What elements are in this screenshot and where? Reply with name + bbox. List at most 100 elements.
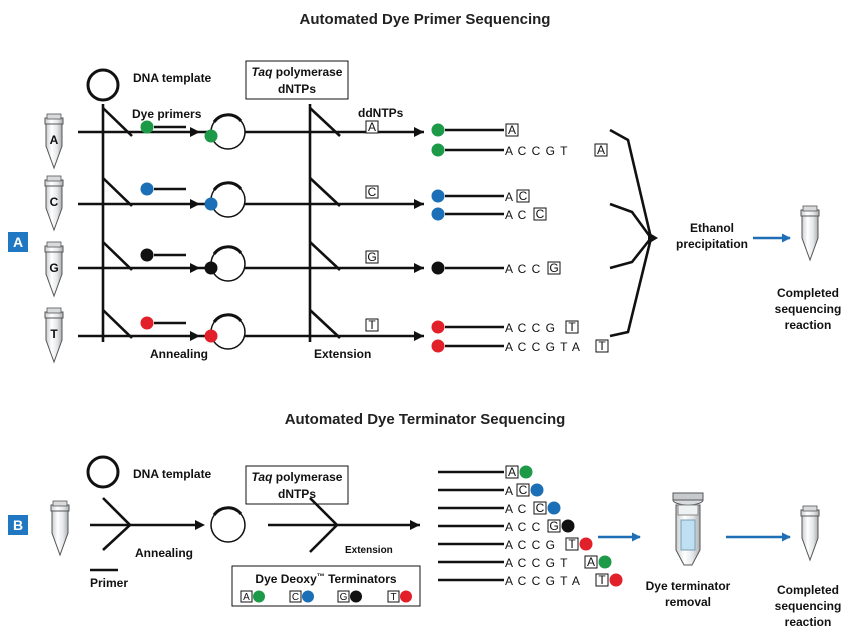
converge-line-3 bbox=[609, 237, 653, 270]
svg-text:A: A bbox=[597, 143, 605, 157]
annealed-template-b bbox=[210, 506, 246, 543]
annealing-arrowheads bbox=[190, 127, 200, 341]
annealing-label: Annealing bbox=[150, 347, 208, 361]
tube-t: T bbox=[44, 307, 64, 363]
dntps-label-b: dNTPs bbox=[278, 487, 316, 501]
svg-text:A C C G: A C C G bbox=[505, 321, 556, 335]
panel-b: Automated Dye Terminator Sequencing B DN… bbox=[8, 411, 841, 629]
converge-line-2 bbox=[609, 202, 653, 239]
product-b-6: A C C G T A bbox=[438, 555, 612, 570]
completed-label-a-2: sequencing bbox=[775, 302, 842, 316]
svg-text:A C C G T A: A C C G T A bbox=[505, 340, 581, 354]
svg-text:T: T bbox=[568, 320, 576, 334]
product-a-1: A bbox=[431, 123, 519, 137]
completed-label-b-2: sequencing bbox=[775, 599, 842, 613]
reaction-lines bbox=[78, 130, 424, 338]
dna-template-b-icon bbox=[86, 455, 120, 489]
tube-t-label: T bbox=[50, 327, 58, 341]
svg-text:A: A bbox=[508, 123, 516, 137]
svg-text:A: A bbox=[505, 484, 514, 498]
svg-text:T: T bbox=[598, 339, 606, 353]
spin-column-icon bbox=[672, 492, 704, 566]
svg-text:T: T bbox=[598, 573, 606, 587]
svg-text:A: A bbox=[508, 465, 516, 479]
svg-text:A C C: A C C bbox=[505, 262, 541, 276]
svg-text:G: G bbox=[340, 592, 348, 603]
completed-label-a-1: Completed bbox=[777, 286, 839, 300]
panel-b-badge bbox=[8, 515, 28, 535]
panel-b-title: Automated Dye Terminator Sequencing bbox=[285, 411, 566, 428]
product-b-3: A C C bbox=[438, 501, 561, 516]
dna-template-label: DNA template bbox=[133, 71, 212, 85]
svg-text:A: A bbox=[587, 555, 595, 569]
annealed-template-blue bbox=[204, 181, 246, 218]
svg-text:T: T bbox=[368, 318, 376, 332]
completed-label-b-1: Completed bbox=[777, 583, 839, 597]
ddntp-box-c: C bbox=[365, 185, 379, 199]
svg-text:A: A bbox=[505, 190, 514, 204]
product-a-5: A C C G bbox=[431, 261, 561, 276]
product-b-5: A C C G T bbox=[438, 537, 593, 552]
annealed-template-green bbox=[204, 113, 246, 150]
terminator-c: C bbox=[289, 590, 314, 603]
taq-label: Taq polymerase bbox=[252, 65, 343, 79]
svg-text:A C C G T: A C C G T bbox=[505, 556, 568, 570]
completed-tube-a bbox=[800, 205, 820, 261]
ddntp-box-g: G bbox=[365, 250, 379, 264]
dye-primer-green bbox=[140, 120, 186, 134]
terminator-a: A bbox=[240, 590, 265, 603]
tube-c-label: C bbox=[50, 195, 59, 209]
completed-tube-b bbox=[800, 505, 820, 561]
tube-a: A bbox=[44, 113, 64, 169]
extension-arrowheads bbox=[414, 127, 424, 341]
converge-arrowhead bbox=[648, 232, 658, 244]
svg-text:T: T bbox=[390, 592, 396, 603]
svg-text:A C C G T A: A C C G T A bbox=[505, 574, 581, 588]
product-a-7: A C C G T A T bbox=[431, 339, 609, 354]
panel-a-badge bbox=[8, 232, 28, 252]
svg-text:C: C bbox=[292, 592, 299, 603]
removal-label-2: removal bbox=[665, 595, 711, 609]
svg-text:A C C G T: A C C G T bbox=[505, 144, 568, 158]
extension-label: Extension bbox=[314, 347, 371, 361]
converge-line-4 bbox=[609, 237, 653, 338]
svg-text:A C: A C bbox=[505, 208, 527, 222]
tube-a-label: A bbox=[50, 133, 59, 147]
sample-tube-b bbox=[50, 500, 70, 556]
svg-text:A: A bbox=[368, 120, 376, 134]
svg-text:G: G bbox=[367, 250, 376, 264]
dye-primer-blue bbox=[140, 182, 186, 196]
dye-primers-label: Dye primers bbox=[132, 107, 202, 121]
extension-branches bbox=[309, 107, 341, 339]
svg-text:C: C bbox=[536, 207, 545, 221]
svg-text:A C C: A C C bbox=[505, 520, 541, 534]
extension-fork-b bbox=[268, 497, 420, 553]
svg-text:C: C bbox=[519, 483, 528, 497]
ddntp-box-a: A bbox=[365, 120, 379, 134]
taq-box bbox=[245, 60, 349, 100]
panel-a-badge-label: A bbox=[13, 234, 23, 250]
annealing-arrowhead-b bbox=[195, 520, 205, 530]
annealing-b-label: Annealing bbox=[135, 546, 193, 560]
svg-text:C: C bbox=[519, 189, 528, 203]
primer-label: Primer bbox=[90, 576, 128, 590]
ethanol-label-2: precipitation bbox=[676, 237, 748, 251]
svg-text:A C: A C bbox=[505, 502, 527, 516]
product-a-6: A C C G T bbox=[431, 320, 579, 335]
ethanol-label-1: Ethanol bbox=[690, 221, 734, 235]
taq-label-b: Taq polymerase bbox=[252, 470, 343, 484]
product-b-4: A C C G bbox=[438, 519, 575, 534]
dye-primer-black bbox=[140, 248, 186, 262]
product-b-1: A bbox=[438, 465, 533, 479]
svg-text:G: G bbox=[549, 519, 558, 533]
panel-b-badge-label: B bbox=[13, 517, 23, 533]
svg-text:C: C bbox=[536, 501, 545, 515]
annealed-template-black bbox=[204, 245, 246, 282]
tube-g: G bbox=[44, 241, 64, 297]
completed-label-a-3: reaction bbox=[785, 318, 832, 332]
converge-line-1 bbox=[609, 128, 653, 239]
